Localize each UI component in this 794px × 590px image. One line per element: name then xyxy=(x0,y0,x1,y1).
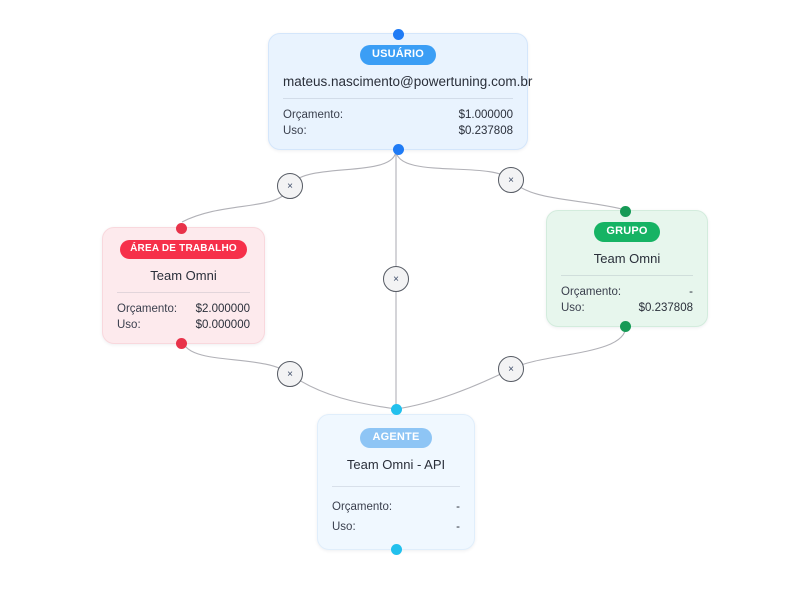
handle-user-top[interactable] xyxy=(392,28,404,40)
node-workspace-divider xyxy=(117,292,250,293)
handle-workspace-bottom[interactable] xyxy=(176,337,188,349)
handle-group-bottom[interactable] xyxy=(619,320,631,332)
node-group-usage-value: $0.237808 xyxy=(638,302,693,314)
node-workspace-usage-value: $0.000000 xyxy=(195,319,250,331)
node-group-title: Team Omni xyxy=(593,251,661,266)
node-user-usage-value: $0.237808 xyxy=(458,125,513,137)
handle-group-top[interactable] xyxy=(619,205,631,217)
node-agent-title: Team Omni - API xyxy=(346,457,446,472)
node-agent-divider xyxy=(332,486,460,487)
node-group-stat-usage: Uso: $0.237808 xyxy=(561,300,693,316)
node-group-budget-value: - xyxy=(689,286,693,298)
node-workspace-budget-label: Orçamento: xyxy=(117,303,178,315)
edge-delete-button-workspace-agent[interactable]: × xyxy=(277,361,303,387)
handle-workspace-top[interactable] xyxy=(176,222,188,234)
handle-agent-bottom[interactable] xyxy=(390,544,402,555)
node-user[interactable]: USUÁRIO mateus.nascimento@powertuning.co… xyxy=(268,28,533,155)
node-agent-stat-usage: Uso: - xyxy=(332,517,460,537)
node-agent-badge-row: AGENTE xyxy=(332,427,460,448)
node-workspace-badge-row: ÁREA DE TRABALHO xyxy=(117,238,250,259)
node-agent-usage-value: - xyxy=(456,521,460,533)
badge-area-de-trabalho: ÁREA DE TRABALHO xyxy=(120,240,247,259)
badge-usuario: USUÁRIO xyxy=(359,45,437,65)
node-group-usage-label: Uso: xyxy=(561,302,585,314)
node-group-divider xyxy=(561,275,693,276)
node-workspace-budget-value: $2.000000 xyxy=(195,303,250,315)
node-agent-stat-budget: Orçamento: - xyxy=(332,497,460,517)
node-user-badge-row: USUÁRIO xyxy=(283,44,513,65)
node-agent-budget-value: - xyxy=(456,501,460,513)
node-workspace-stat-budget: Orçamento: $2.000000 xyxy=(117,301,250,317)
node-user-title: mateus.nascimento@powertuning.com.br xyxy=(283,74,533,89)
edge-delete-button-user-group[interactable]: × xyxy=(498,167,524,193)
node-workspace-usage-label: Uso: xyxy=(117,319,141,331)
node-user-usage-label: Uso: xyxy=(283,125,307,137)
node-agent-usage-label: Uso: xyxy=(332,521,356,533)
node-group-budget-label: Orçamento: xyxy=(561,286,622,298)
badge-grupo: GRUPO xyxy=(594,222,660,242)
node-workspace-stat-usage: Uso: $0.000000 xyxy=(117,317,250,333)
node-group[interactable]: GRUPO Team Omni Orçamento: - Uso: $0.237… xyxy=(546,205,708,332)
node-user-stat-usage: Uso: $0.237808 xyxy=(283,123,513,139)
node-workspace[interactable]: ÁREA DE TRABALHO Team Omni Orçamento: $2… xyxy=(102,222,265,349)
handle-user-bottom[interactable] xyxy=(392,143,404,155)
edge-delete-button-group-agent[interactable]: × xyxy=(498,356,524,382)
edge-delete-button-user-agent[interactable]: × xyxy=(383,266,409,292)
badge-agente: AGENTE xyxy=(360,428,432,448)
node-user-budget-label: Orçamento: xyxy=(283,109,344,121)
node-user-stat-budget: Orçamento: $1.000000 xyxy=(283,107,513,123)
node-agent-budget-label: Orçamento: xyxy=(332,501,393,513)
node-agent[interactable]: AGENTE Team Omni - API Orçamento: - Uso:… xyxy=(317,404,475,555)
handle-agent-top[interactable] xyxy=(390,404,402,415)
node-group-badge-row: GRUPO xyxy=(561,221,693,242)
node-workspace-title: Team Omni xyxy=(150,268,217,283)
edge-delete-button-user-workspace[interactable]: × xyxy=(277,173,303,199)
node-group-stat-budget: Orçamento: - xyxy=(561,284,693,300)
node-user-budget-value: $1.000000 xyxy=(458,109,513,121)
node-user-divider xyxy=(283,98,513,99)
